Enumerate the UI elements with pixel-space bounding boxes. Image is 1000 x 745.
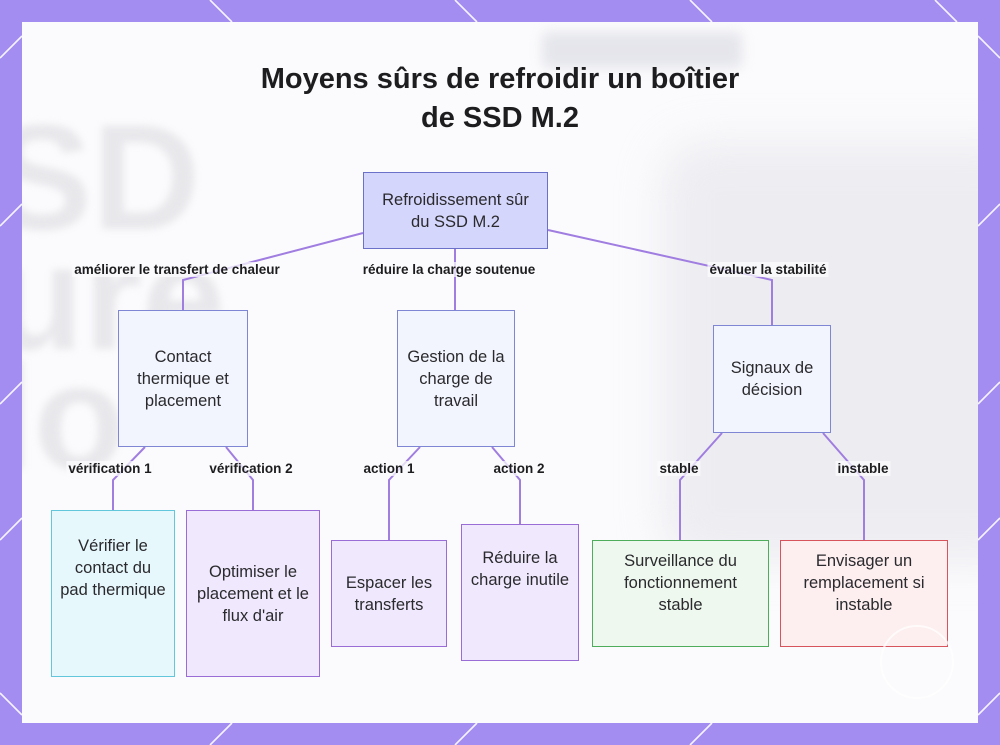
node-gestion-charge: Gestion de la charge de travail	[397, 310, 515, 447]
node-signaux-decision: Signaux de décision	[713, 325, 831, 433]
edge-label-verif1: vérification 1	[66, 461, 154, 476]
node-reduire-charge: Réduire la charge inutile	[461, 524, 579, 661]
edge-label-action2: action 2	[491, 461, 547, 476]
edge-root-signaux	[547, 229, 773, 325]
background-decoration	[542, 32, 742, 68]
edge-root-contact	[182, 232, 364, 310]
diagram-title: Moyens sûrs de refroidir un boîtier de S…	[0, 60, 1000, 138]
node-optimiser-placement: Optimiser le placement et le flux d'air	[186, 510, 320, 677]
title-line-1: Moyens sûrs de refroidir un boîtier	[260, 63, 740, 95]
edge-label-reduire-charge: réduire la charge soutenue	[360, 262, 538, 277]
logo-mark-icon	[880, 625, 954, 699]
background-decoration: SDurelo	[22, 93, 226, 501]
edge-label-verif2: vérification 2	[207, 461, 295, 476]
edge-signaux-surveillance	[679, 432, 723, 540]
edge-gestion-espacer	[388, 446, 421, 540]
node-espacer-transferts: Espacer les transferts	[331, 540, 447, 647]
node-verifier-contact: Vérifier le contact du pad thermique	[51, 510, 175, 677]
edge-label-instable: instable	[835, 461, 891, 476]
node-surveillance-stable: Surveillance du fonctionnement stable	[592, 540, 769, 647]
node-root: Refroidissement sûr du SSD M.2	[363, 172, 548, 249]
edge-contact-optimiser	[225, 446, 254, 510]
edge-label-ameliorer: améliorer le transfert de chaleur	[72, 262, 282, 277]
title-line-2: de SSD M.2	[421, 102, 579, 134]
edge-label-stable: stable	[657, 461, 701, 476]
edge-gestion-reduire	[491, 446, 521, 524]
edge-label-action1: action 1	[361, 461, 417, 476]
edge-signaux-envisager	[822, 432, 865, 540]
node-contact-thermique: Contact thermique et placement	[118, 310, 248, 447]
edge-contact-verifier	[112, 446, 146, 510]
edge-label-evaluer: évaluer la stabilité	[707, 262, 829, 277]
